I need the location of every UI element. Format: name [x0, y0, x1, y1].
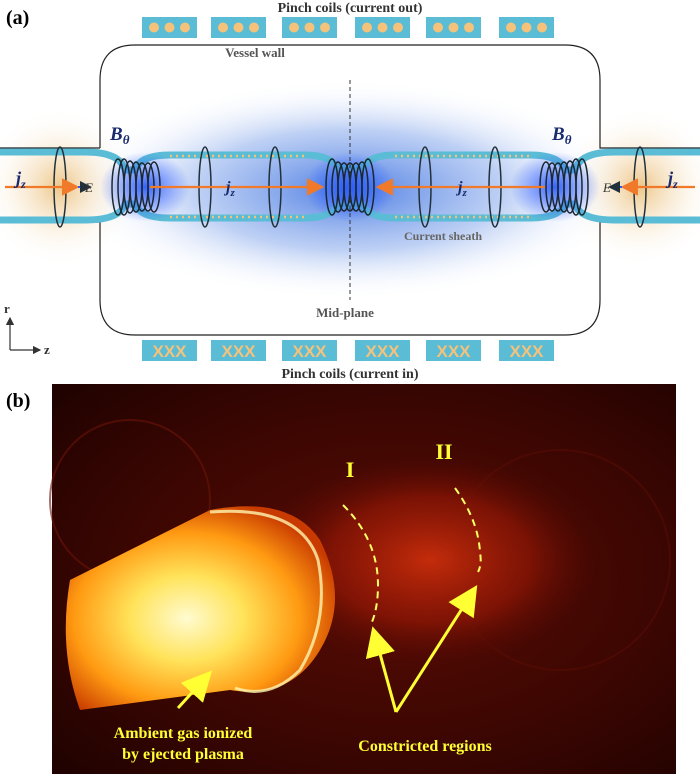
bottom-coil: XXX: [355, 340, 410, 361]
gas-annotation-line2: by ejected plasma: [122, 746, 244, 763]
bottom-coil: XXX: [211, 340, 266, 361]
gas-annotation-line1: Ambient gas ionized: [114, 725, 253, 742]
region-1-label: I: [346, 457, 355, 482]
jz-label-left: jz: [13, 168, 26, 191]
panel-b: (b) I II Ambient gas ionized by ejected …: [6, 384, 676, 774]
top-coil: [426, 17, 481, 38]
panel-a-label: (a): [6, 7, 29, 29]
top-pinch-coils: [142, 17, 554, 38]
bottom-coil: XXX: [282, 340, 337, 361]
svg-text:XXX: XXX: [509, 342, 544, 361]
top-coil: [211, 17, 266, 38]
e-label-right: E: [602, 180, 611, 195]
constriction-line-2: [454, 487, 482, 573]
svg-text:XXX: XXX: [221, 342, 256, 361]
panel-b-label: (b): [6, 390, 30, 412]
top-coil: [499, 17, 554, 38]
jz-label-center-right: jz: [455, 179, 467, 199]
vessel-wall-label: Vessel wall: [225, 45, 285, 60]
axis-r-label: r: [4, 301, 10, 316]
constricted-annotation: Constricted regions: [358, 738, 491, 755]
axis-indicator: r z: [4, 301, 50, 357]
top-coil: [355, 17, 410, 38]
bottom-coil: XXX: [499, 340, 554, 361]
mid-plane-label: Mid-plane: [316, 305, 374, 320]
svg-text:XXX: XXX: [292, 342, 327, 361]
svg-text:XXX: XXX: [436, 342, 471, 361]
region-2-label: II: [435, 439, 452, 464]
current-sheath-label: Current sheath: [404, 229, 482, 243]
ionized-gas-cylinder: [65, 506, 335, 710]
cylinder-rim: [209, 509, 323, 693]
bottom-coils-label: Pinch coils (current in): [281, 367, 418, 382]
gas-annotation-arrow: [176, 670, 213, 710]
jz-label-right: jz: [665, 168, 678, 191]
svg-text:XXX: XXX: [152, 342, 187, 361]
top-coils-label: Pinch coils (current out): [278, 1, 423, 16]
svg-text:XXX: XXX: [365, 342, 400, 361]
vessel-wall: [0, 44, 700, 336]
b-theta-label-right: Bθ: [551, 124, 572, 147]
b-theta-label-left: Bθ: [109, 124, 130, 147]
top-coil: [142, 17, 197, 38]
panel-a: (a) Pinch coils (current out) Vessel wal…: [0, 1, 700, 382]
bottom-coil: XXX: [142, 340, 197, 361]
constricted-arrow-1: [365, 626, 398, 713]
jz-label-center-left: jz: [223, 179, 235, 199]
bottom-coil: XXX: [426, 340, 481, 361]
bottom-pinch-coils: XXX XXX XXX XXX XXX XXX: [142, 340, 554, 361]
axis-z-label: z: [44, 342, 50, 357]
top-coil: [282, 17, 337, 38]
constriction-line-1: [342, 504, 380, 623]
constricted-arrow-2: [394, 584, 478, 713]
e-label-left: E: [84, 180, 93, 195]
